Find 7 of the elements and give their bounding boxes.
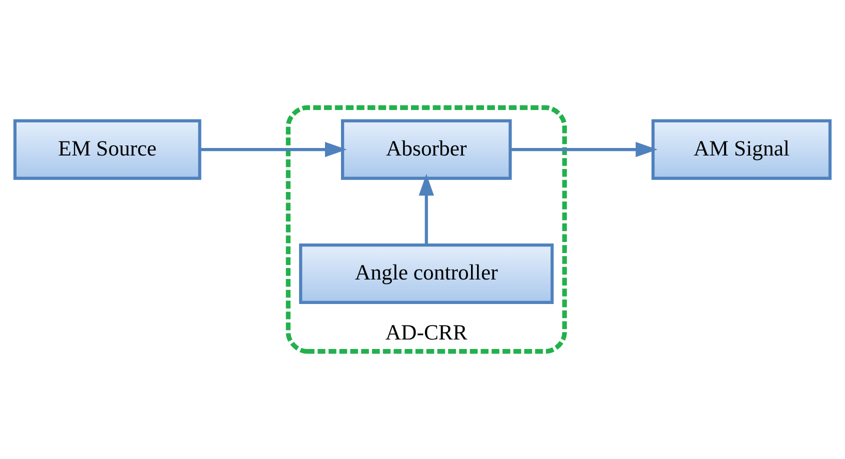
node-box: EM Source bbox=[13, 119, 202, 180]
arrow bbox=[418, 174, 434, 245]
arrow bbox=[510, 142, 658, 158]
arrow bbox=[200, 142, 347, 158]
node-box: Absorber bbox=[341, 119, 512, 180]
node-box: AM Signal bbox=[652, 119, 832, 180]
node-box: Angle controller bbox=[299, 243, 554, 304]
